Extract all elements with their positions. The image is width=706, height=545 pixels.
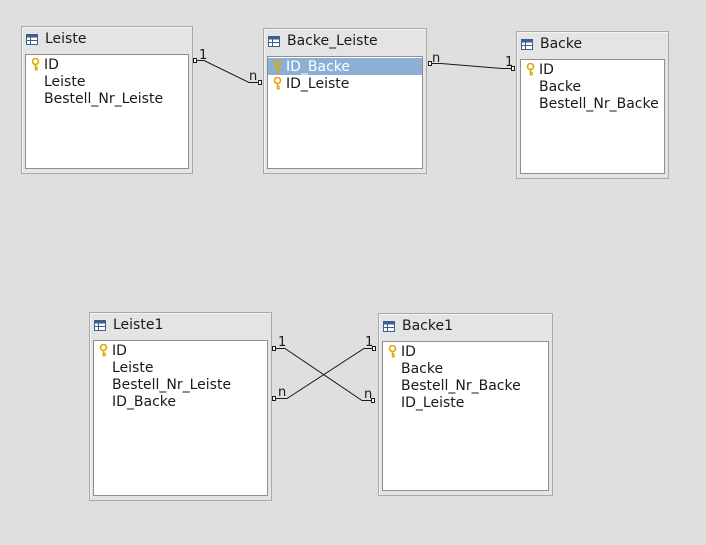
field-name: ID [44, 56, 59, 73]
primary-key-icon [94, 342, 112, 359]
relation-endpoint [258, 80, 262, 85]
table-leiste[interactable]: Leiste ID Leiste Bestell_Nr_Leiste [21, 26, 193, 174]
field-name: Leiste [44, 73, 86, 90]
table-icon [521, 38, 533, 50]
relation-endpoint [372, 346, 376, 351]
relation-line [432, 63, 511, 69]
primary-key-icon [268, 75, 286, 92]
cardinality-label: n [364, 387, 372, 402]
cardinality-label: n [278, 385, 286, 400]
field-list[interactable]: ID Leiste Bestell_Nr_Leiste [25, 54, 189, 169]
field-row[interactable]: Leiste [26, 73, 188, 90]
field-name: ID_Backe [286, 58, 351, 75]
table-backe-leiste[interactable]: Backe_Leiste ID_Backe ID_Leiste [263, 28, 427, 174]
field-name: ID [539, 61, 554, 78]
table-title: Leiste [45, 31, 87, 47]
field-row[interactable]: Backe [383, 360, 548, 377]
table-title: Backe [540, 36, 583, 52]
field-name: ID [112, 342, 127, 359]
field-name: Bestell_Nr_Leiste [44, 90, 164, 107]
field-name: Bestell_Nr_Leiste [112, 376, 232, 393]
cardinality-label: 1 [505, 55, 513, 70]
relation-line [197, 60, 258, 83]
field-list[interactable]: ID Leiste Bestell_Nr_Leiste ID_Backe [93, 340, 268, 496]
table-backe1[interactable]: Backe1 ID Backe Bestell_Nr_Backe ID_Leis… [378, 313, 553, 496]
relation-line [276, 348, 371, 401]
table-backe[interactable]: Backe ID Backe Bestell_Nr_Backe [516, 31, 669, 179]
cardinality-label: 1 [365, 335, 373, 350]
field-row[interactable]: Bestell_Nr_Backe [521, 95, 664, 112]
table-icon [383, 320, 395, 332]
relation-endpoint [511, 66, 515, 71]
field-list[interactable]: ID_Backe ID_Leiste [267, 56, 423, 169]
relation-endpoint [272, 346, 276, 351]
field-name: ID_Leiste [286, 75, 350, 92]
relation-line [276, 348, 372, 399]
cardinality-label: n [249, 69, 257, 84]
table-icon [94, 319, 106, 331]
cardinality-label: 1 [278, 335, 286, 350]
table-title-bar[interactable]: Leiste [22, 27, 192, 51]
field-row[interactable]: ID [383, 343, 548, 360]
table-title: Leiste1 [113, 317, 164, 333]
field-row[interactable]: Leiste [94, 359, 267, 376]
field-row[interactable]: Backe [521, 78, 664, 95]
field-row[interactable]: ID [521, 61, 664, 78]
primary-key-icon [268, 58, 286, 75]
field-row[interactable]: ID_Backe [94, 393, 267, 410]
table-title-bar[interactable]: Backe [517, 32, 668, 56]
primary-key-icon [26, 56, 44, 73]
relation-endpoint [193, 58, 197, 63]
field-name: ID_Leiste [401, 394, 465, 411]
field-list[interactable]: ID Backe Bestell_Nr_Backe ID_Leiste [382, 341, 549, 491]
table-title-bar[interactable]: Backe_Leiste [264, 29, 426, 53]
field-row[interactable]: Bestell_Nr_Leiste [26, 90, 188, 107]
table-title: Backe_Leiste [287, 33, 378, 49]
table-title-bar[interactable]: Leiste1 [90, 313, 271, 337]
field-name: ID_Backe [112, 393, 177, 410]
field-name: Leiste [112, 359, 154, 376]
field-row-selected[interactable]: ID_Backe [268, 58, 422, 75]
field-name: Backe [539, 78, 582, 95]
primary-key-icon [521, 61, 539, 78]
field-name: Bestell_Nr_Backe [401, 377, 521, 394]
table-title: Backe1 [402, 318, 454, 334]
cardinality-label: 1 [199, 48, 207, 63]
field-row[interactable]: ID_Leiste [383, 394, 548, 411]
field-row[interactable]: Bestell_Nr_Backe [383, 377, 548, 394]
primary-key-icon [383, 343, 401, 360]
cardinality-label: n [432, 51, 440, 66]
table-title-bar[interactable]: Backe1 [379, 314, 552, 338]
relation-endpoint [371, 398, 375, 403]
field-name: ID [401, 343, 416, 360]
field-row[interactable]: ID [26, 56, 188, 73]
field-name: Bestell_Nr_Backe [539, 95, 659, 112]
table-icon [268, 35, 280, 47]
table-leiste1[interactable]: Leiste1 ID Leiste Bestell_Nr_Leiste ID_B… [89, 312, 272, 501]
field-row[interactable]: Bestell_Nr_Leiste [94, 376, 267, 393]
field-row[interactable]: ID [94, 342, 267, 359]
relation-endpoint [272, 396, 276, 401]
field-list[interactable]: ID Backe Bestell_Nr_Backe [520, 59, 665, 174]
field-row[interactable]: ID_Leiste [268, 75, 422, 92]
table-icon [26, 33, 38, 45]
field-name: Backe [401, 360, 444, 377]
relation-endpoint [428, 61, 432, 66]
